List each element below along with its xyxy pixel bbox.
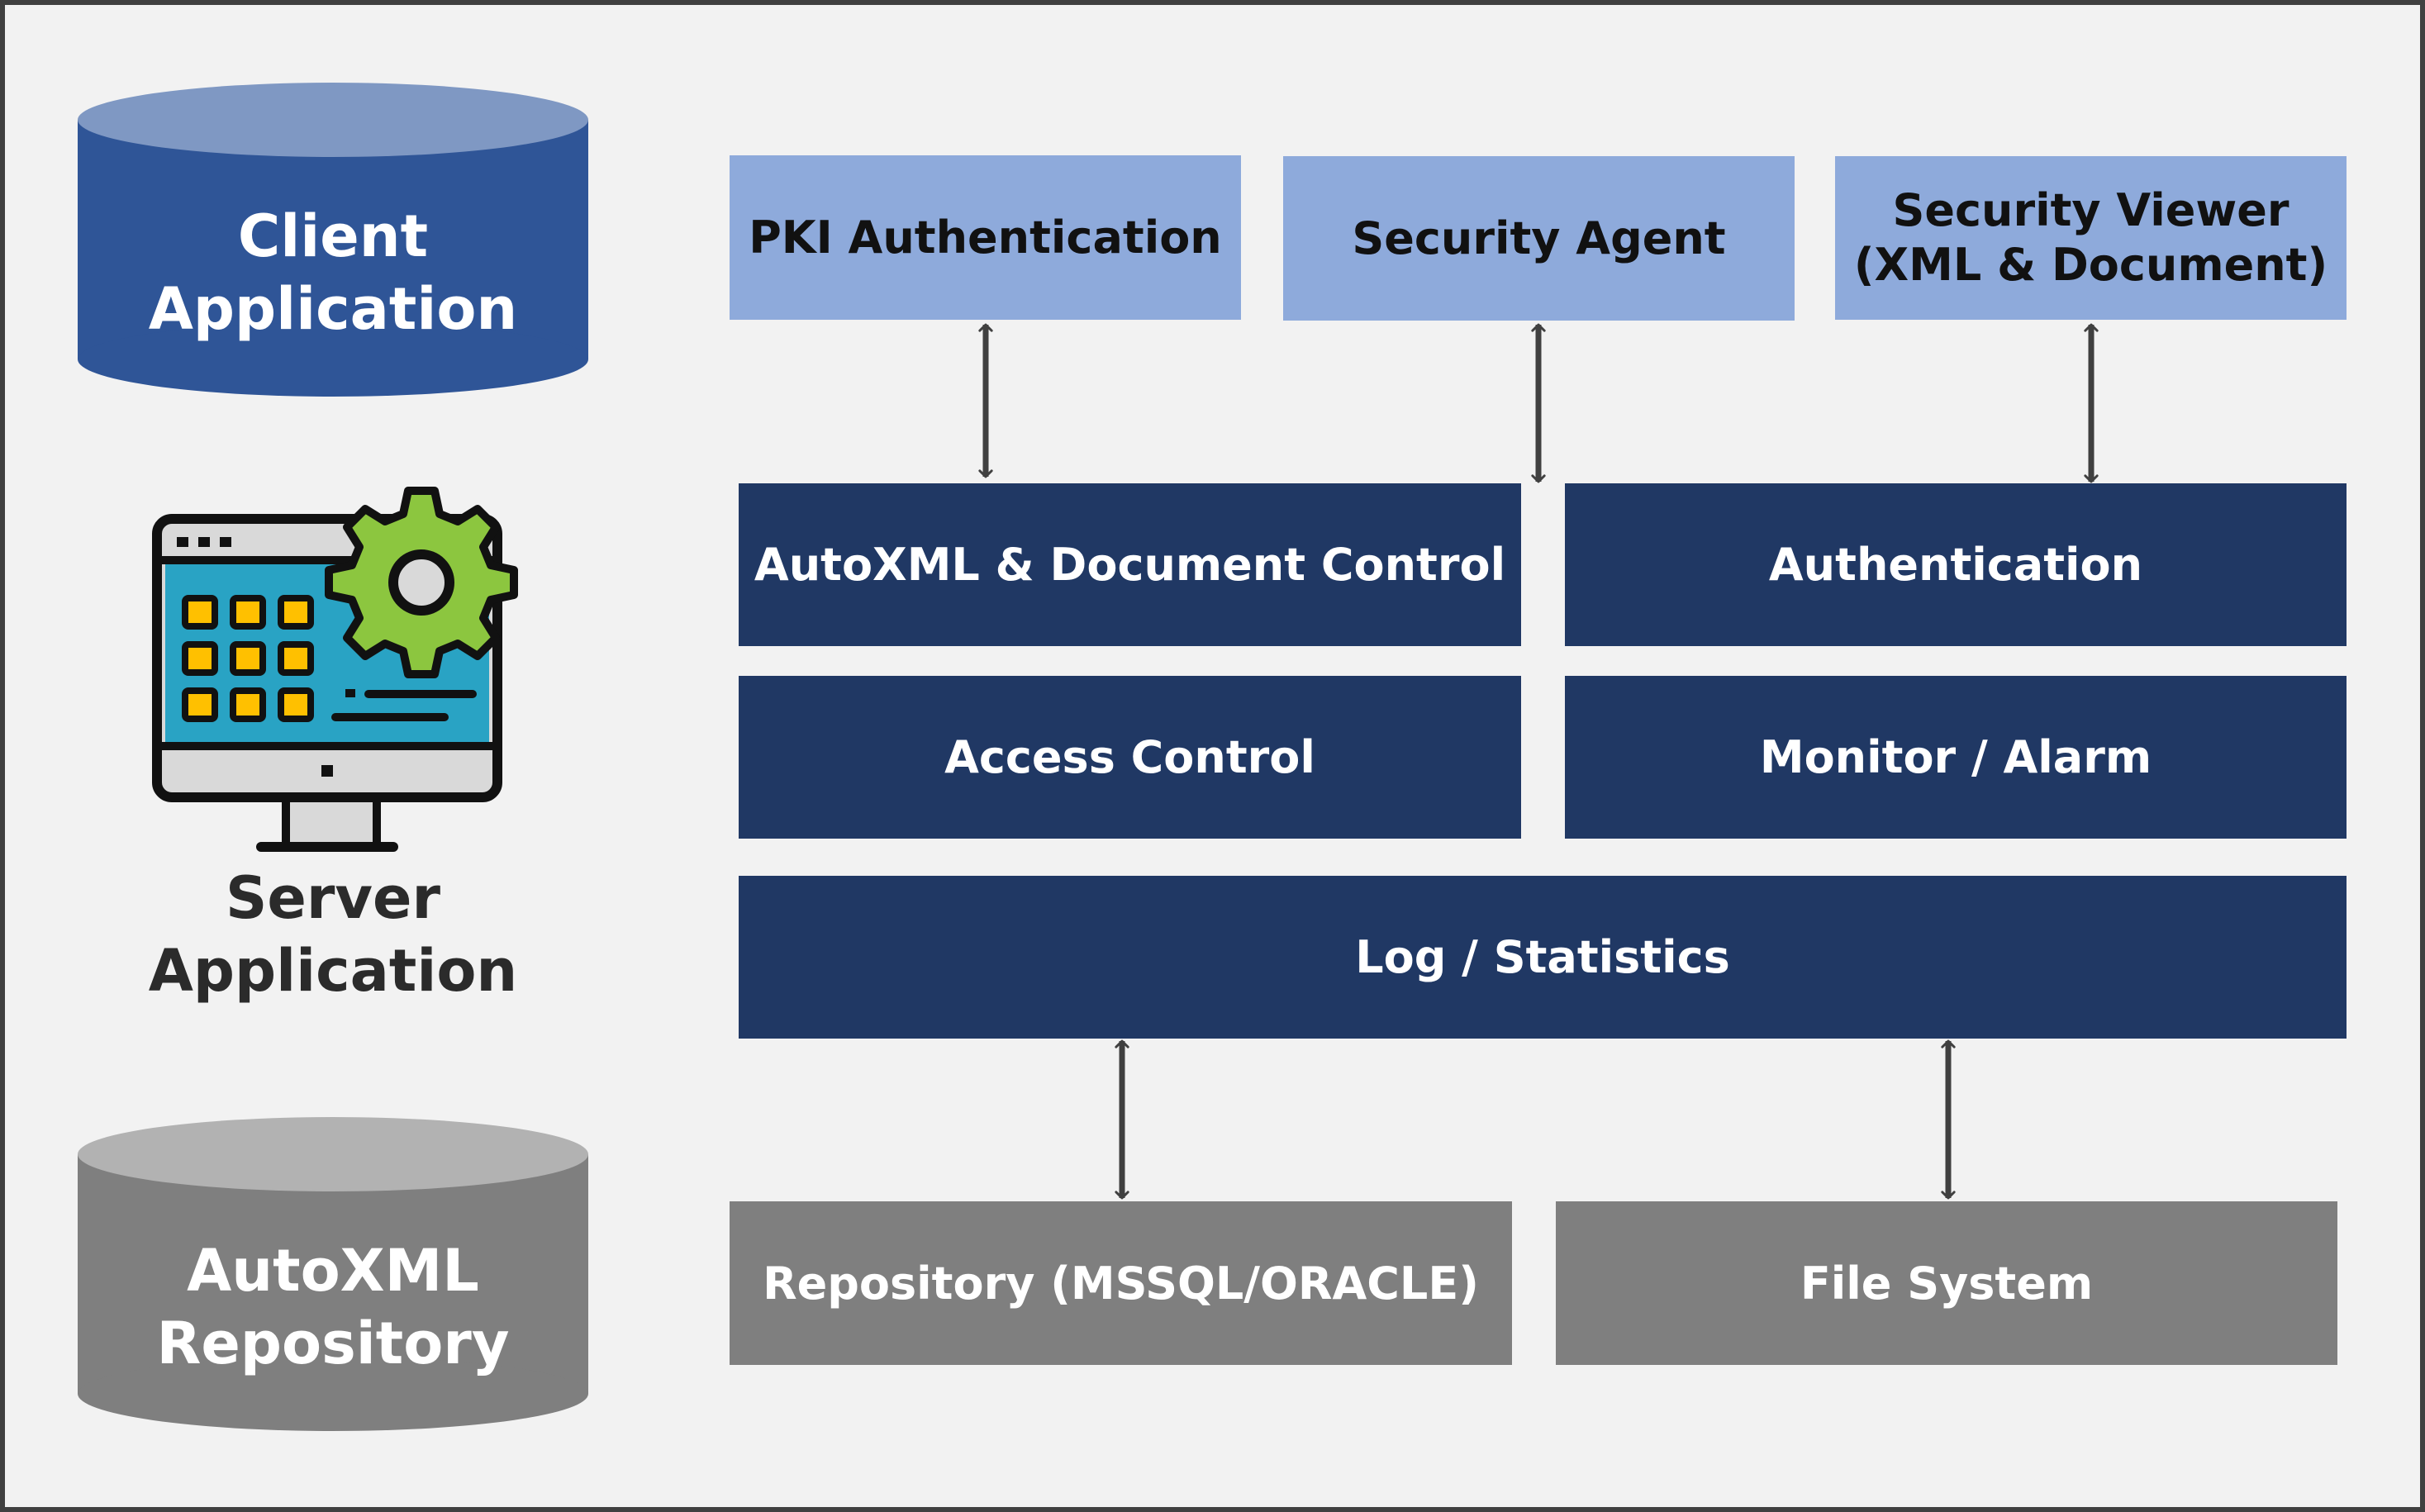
server-application-label: Server Application <box>148 864 518 1005</box>
file-system-box: File System <box>1556 1201 2337 1365</box>
authentication-box: Authentication <box>1565 483 2347 646</box>
client-application-label: Client Application <box>148 202 518 343</box>
security-agent-label: Security Agent <box>1352 212 1726 264</box>
access-control-label: Access Control <box>944 731 1315 783</box>
log-statistics-box: Log / Statistics <box>739 876 2347 1039</box>
repository-box: Repository (MSSQL/ORACLE) <box>730 1201 1512 1365</box>
security-viewer-box: Security Viewer (XML & Document) <box>1835 156 2347 320</box>
document-control-label: AutoXML & Document Control <box>754 539 1506 591</box>
security-agent-box: Security Agent <box>1283 156 1795 321</box>
security-viewer-label: Security Viewer (XML & Document) <box>1853 184 2328 291</box>
autoxml-repository-cylinder <box>78 1117 588 1431</box>
client-application-cylinder <box>78 83 588 397</box>
pki-authentication-label: PKI Authentication <box>749 211 1222 264</box>
monitor-alarm-box: Monitor / Alarm <box>1565 676 2347 839</box>
pki-authentication-box: PKI Authentication <box>730 155 1241 320</box>
monitor-alarm-label: Monitor / Alarm <box>1759 731 2152 783</box>
repository-label: Repository (MSSQL/ORACLE) <box>763 1257 1479 1310</box>
log-statistics-label: Log / Statistics <box>1355 931 1730 983</box>
authentication-label: Authentication <box>1768 539 2143 591</box>
file-system-label: File System <box>1800 1257 2094 1310</box>
access-control-box: Access Control <box>739 676 1521 839</box>
autoxml-repository-label: AutoXML Repository <box>156 1237 510 1377</box>
server-monitor-icon <box>152 487 518 852</box>
document-control-box: AutoXML & Document Control <box>739 483 1521 646</box>
